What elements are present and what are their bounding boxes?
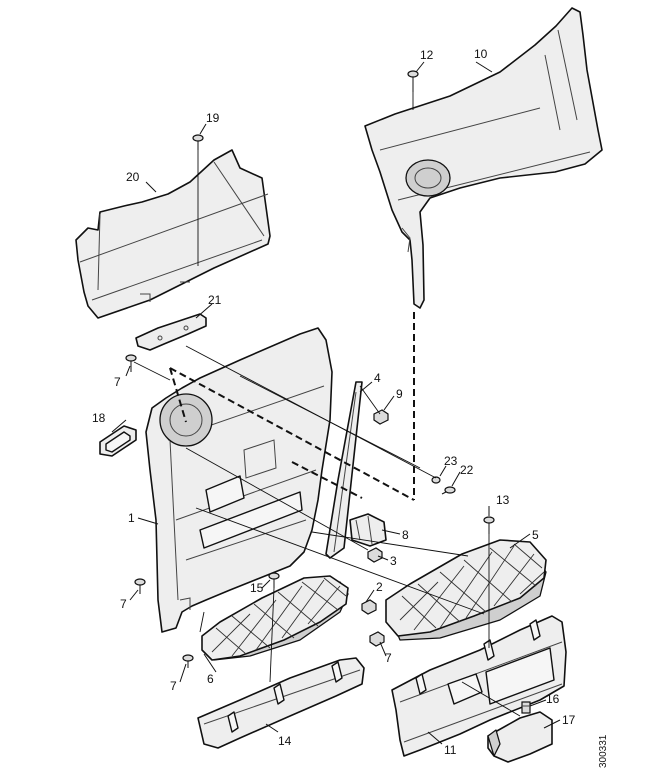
part-14-clip-2 [273, 683, 285, 705]
part-8-clip-bracket [349, 513, 387, 547]
callout-23: 23 [444, 454, 458, 468]
part-13-screw [483, 516, 495, 534]
part-3-nut [367, 547, 383, 563]
callout-21: 21 [208, 293, 222, 307]
part-14-clip-3 [331, 661, 343, 683]
callout-17: 17 [562, 713, 576, 727]
part-14-left-lower-cover [197, 657, 365, 749]
part-21-bracket [135, 313, 207, 351]
callout-6: 6 [207, 672, 214, 686]
callout-1: 1 [128, 511, 135, 525]
part-20-upper-cover [75, 149, 271, 319]
callout-11: 11 [444, 743, 457, 757]
callout-7-right: 7 [385, 651, 392, 665]
part-12-screw [407, 70, 419, 92]
part-7-screw-lower [182, 654, 194, 668]
callout-20: 20 [126, 170, 140, 184]
part-1-main-frame [145, 327, 333, 633]
part-4-trim-strip [325, 381, 363, 559]
part-22-screw [441, 486, 456, 495]
part-7-screw-right [369, 631, 385, 647]
leader-lines [111, 61, 561, 745]
part-5-right-step-tread [385, 539, 547, 641]
part-18-grommet [99, 425, 137, 457]
fasteners [125, 70, 495, 668]
callout-13: 13 [496, 493, 510, 507]
part-23-washer [431, 476, 441, 484]
callout-7-upper: 7 [114, 375, 121, 389]
callout-16: 16 [546, 692, 560, 706]
callout-8: 8 [402, 528, 409, 542]
part-11-clip-2 [483, 639, 495, 661]
callout-7-left: 7 [120, 597, 127, 611]
callout-14: 14 [278, 734, 292, 748]
part-9-screw [373, 409, 389, 425]
part-11-clip-1 [415, 673, 427, 695]
callout-18: 18 [92, 411, 106, 425]
part-15-screw [268, 572, 280, 588]
callout-10: 10 [474, 47, 488, 61]
callout-5: 5 [532, 528, 539, 542]
part-2-nut [361, 599, 377, 615]
part-6-left-step-tread [201, 575, 349, 661]
hidden-line-mid [291, 461, 363, 499]
callout-19: 19 [206, 111, 220, 125]
callout-15: 15 [250, 581, 264, 595]
part-10-speaker-opening [405, 159, 451, 197]
callout-4: 4 [374, 371, 381, 385]
part-1-circular-cutout [159, 393, 213, 447]
part-7-screw-upper [125, 354, 137, 372]
part-10-upper-side-panel [364, 7, 603, 309]
callout-9: 9 [396, 387, 403, 401]
part-17-end-cap [487, 711, 553, 763]
callout-2: 2 [376, 580, 383, 594]
part-16-clip [521, 701, 531, 714]
part-11-clip-3 [529, 619, 541, 641]
callout-labels: 1 2 3 4 5 6 7 7 7 7 8 9 10 11 12 13 14 1… [92, 47, 576, 757]
part-14-clip-1 [227, 711, 239, 733]
callout-3: 3 [390, 554, 397, 568]
callout-7-lower: 7 [170, 679, 177, 693]
assembly-lines [133, 92, 521, 717]
part-19-screw [192, 134, 204, 150]
reference-number: 300331 [598, 734, 609, 768]
callout-22: 22 [460, 463, 474, 477]
hidden-line-left [169, 367, 187, 423]
part-11-right-lower-cover [391, 615, 567, 757]
part-7-screw-left [134, 578, 146, 594]
callout-12: 12 [420, 48, 434, 62]
hidden-line-upper [169, 367, 415, 501]
